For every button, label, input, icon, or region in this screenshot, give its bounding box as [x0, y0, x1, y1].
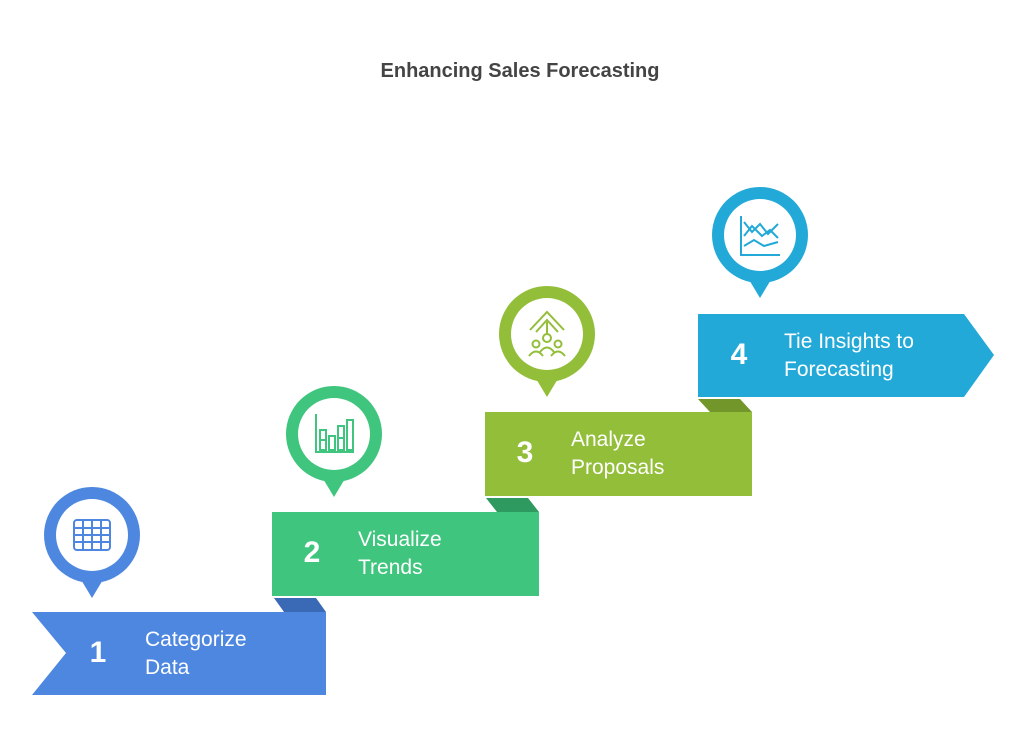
- step-4-pin: [712, 187, 808, 298]
- step-4-number: 4: [730, 338, 748, 371]
- step-3-banner: [485, 412, 752, 496]
- step-2-ledge: [486, 498, 539, 512]
- step-3-label: Analyze Proposals: [571, 428, 665, 479]
- step-4-label: Tie Insights to Forecasting: [784, 330, 914, 381]
- step-3-ledge: [698, 399, 752, 412]
- step-3-number: 3: [516, 436, 534, 469]
- step-1-pin: [44, 487, 140, 598]
- step-1-number: 1: [89, 636, 107, 669]
- step-1-ledge: [274, 598, 326, 612]
- step-1-label: Categorize Data: [145, 628, 247, 679]
- step-2-pin: [286, 386, 382, 497]
- growth-arrow-people-icon: [528, 310, 566, 357]
- step-1-banner: [32, 612, 326, 695]
- diagram-title: Enhancing Sales Forecasting: [380, 60, 660, 82]
- step-3-pin: [499, 286, 595, 397]
- step-2-label: Visualize Trends: [358, 528, 442, 579]
- step-2-number: 2: [303, 536, 321, 569]
- step-4-banner: [698, 314, 994, 397]
- table-grid-icon: [73, 519, 111, 551]
- bar-chart-icon: [315, 414, 354, 453]
- step-2-banner: [272, 512, 539, 596]
- line-chart-icon: [740, 216, 780, 256]
